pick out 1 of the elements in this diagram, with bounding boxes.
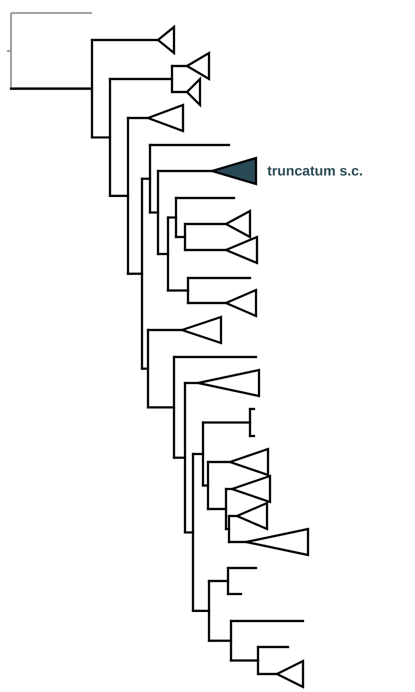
clade-label: truncatum s.c. <box>267 166 362 176</box>
